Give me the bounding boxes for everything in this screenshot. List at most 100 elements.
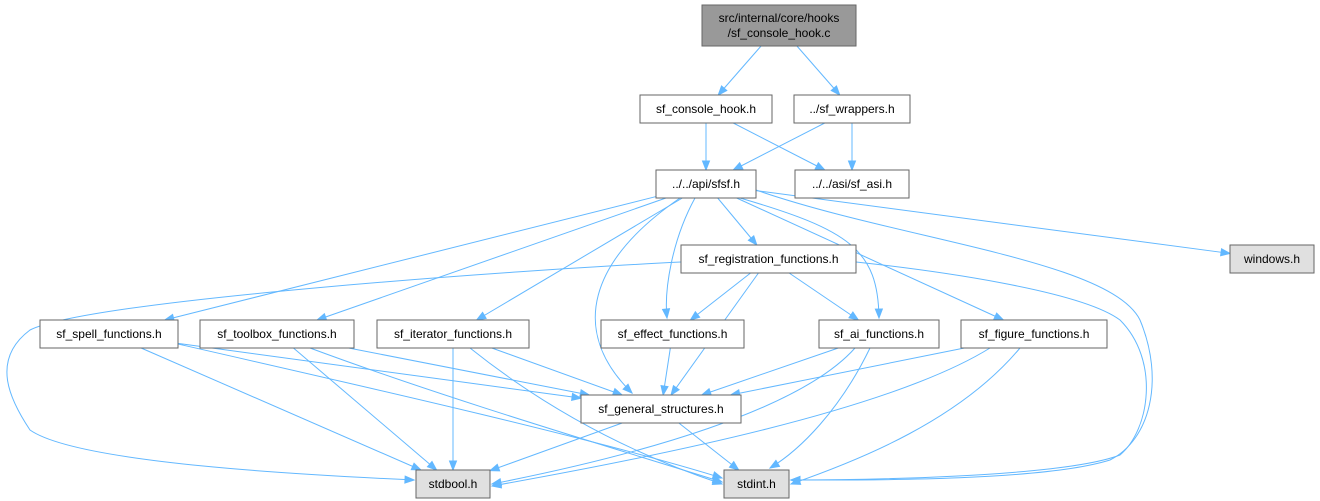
edge-root-to-wrappers-h-arrowhead [830, 85, 841, 97]
edge-registration-h-to-stdint-h [790, 261, 1147, 481]
node-label: ../../api/sfsf.h [672, 177, 740, 191]
node-label: src/internal/core/hooks [719, 11, 840, 25]
node-label: ../../asi/sf_asi.h [812, 177, 892, 191]
edge-sfsf-h-to-effect-h [665, 197, 696, 319]
edge-sfsf-h-to-general-h [594, 197, 681, 394]
edge-general-h-to-stdbool-h-arrowhead [488, 463, 501, 472]
edge-iterator-h-to-general-h [491, 347, 623, 396]
edge-sfsf-h-to-iterator-h-arrowhead [475, 311, 487, 321]
node-box[interactable] [199, 319, 355, 349]
node-label: sf_iterator_functions.h [394, 327, 512, 341]
edge-wrappers-h-to-sf-asi-h-arrowhead [847, 160, 857, 172]
node-box[interactable] [39, 319, 179, 349]
node-box[interactable] [600, 319, 745, 349]
node-label: stdbool.h [429, 477, 478, 491]
nodes-layer: src/internal/core/hooks/sf_console_hook.… [39, 4, 1315, 499]
edge-iterator-h-to-general-h-arrowhead [611, 387, 624, 396]
node-box[interactable] [793, 94, 911, 124]
edge-figure-h-to-general-h [730, 347, 965, 396]
edge-sfsf-h-to-windows-h-arrowhead [1220, 247, 1232, 257]
node-label: sf_effect_functions.h [618, 327, 728, 341]
edge-toolbox-h-to-general-h [348, 347, 590, 396]
node-box[interactable] [639, 94, 773, 124]
node-stdint-h[interactable]: stdint.h [723, 469, 790, 499]
node-box[interactable] [1229, 244, 1315, 274]
edge-general-h-to-stdbool-h [489, 422, 623, 472]
node-box[interactable] [580, 394, 742, 424]
node-label: sf_general_structures.h [598, 402, 723, 416]
edge-console-hook-h-to-sf-asi-h-arrowhead [814, 161, 826, 171]
edge-sfsf-h-to-toolbox-h-arrowhead [315, 312, 328, 321]
edge-sfsf-h-to-figure-h [736, 197, 1004, 321]
node-label: sf_registration_functions.h [698, 252, 838, 266]
edge-sfsf-h-to-windows-h [755, 190, 1231, 254]
node-label: sf_figure_functions.h [979, 327, 1090, 341]
node-sfsf-h[interactable]: ../../api/sfsf.h [655, 169, 757, 199]
node-box[interactable] [701, 4, 857, 47]
node-windows-h[interactable]: windows.h [1229, 244, 1315, 274]
edge-wrappers-h-to-sfsf-h [733, 122, 825, 171]
edge-effect-h-to-general-h-arrowhead [660, 384, 669, 397]
edge-root-to-wrappers-h [796, 45, 841, 96]
node-ai-h[interactable]: sf_ai_functions.h [818, 319, 940, 349]
edge-registration-h-to-general-h-arrowhead [670, 384, 681, 397]
edge-sfsf-h-to-stdint-h [755, 189, 1153, 481]
node-label: /sf_console_hook.c [728, 26, 831, 40]
node-box[interactable] [723, 469, 790, 499]
node-toolbox-h[interactable]: sf_toolbox_functions.h [199, 319, 355, 349]
edge-sfsf-h-to-ai-h-arrowhead [874, 308, 884, 320]
edge-spell-h-to-general-h [177, 342, 582, 399]
edge-registration-h-to-stdbool-h [6, 261, 682, 481]
edge-root-to-console-hook-h [717, 45, 762, 96]
edge-sfsf-h-to-figure-h-arrowhead [992, 312, 1005, 321]
node-sf-asi-h[interactable]: ../../asi/sf_asi.h [794, 169, 910, 199]
edge-wrappers-h-to-sfsf-h-arrowhead [732, 161, 744, 171]
edge-figure-h-to-stdint-h-arrowhead [789, 476, 802, 485]
node-spell-h[interactable]: sf_spell_functions.h [39, 319, 179, 349]
edge-figure-h-to-stdint-h [790, 347, 1021, 485]
node-registration-h[interactable]: sf_registration_functions.h [680, 244, 857, 274]
edge-figure-h-to-stdbool-h-arrowhead [490, 480, 503, 489]
edge-spell-h-to-stdint-h [177, 343, 723, 479]
edge-registration-h-to-effect-h-arrowhead [689, 310, 701, 321]
edge-registration-h-to-effect-h [690, 272, 751, 321]
node-label: sf_ai_functions.h [834, 327, 924, 341]
node-box[interactable] [415, 469, 491, 499]
node-wrappers-h[interactable]: ../sf_wrappers.h [793, 94, 911, 124]
edge-iterator-h-to-stdint-h-arrowhead [711, 476, 724, 486]
edge-spell-h-to-stdbool-h-arrowhead [410, 462, 423, 471]
edge-sfsf-h-to-iterator-h [476, 197, 683, 321]
node-label: sf_spell_functions.h [56, 327, 161, 341]
node-box[interactable] [818, 319, 940, 349]
node-box[interactable] [960, 319, 1108, 349]
node-label: ../sf_wrappers.h [809, 102, 894, 116]
node-iterator-h[interactable]: sf_iterator_functions.h [376, 319, 530, 349]
node-stdbool-h[interactable]: stdbool.h [415, 469, 491, 499]
edges-layer [6, 45, 1232, 489]
node-label: stdint.h [737, 477, 776, 491]
node-label: sf_console_hook.h [656, 102, 756, 116]
node-general-h[interactable]: sf_general_structures.h [580, 394, 742, 424]
node-console-hook-h[interactable]: sf_console_hook.h [639, 94, 773, 124]
edge-sfsf-h-to-registration-h [717, 197, 758, 246]
node-figure-h[interactable]: sf_figure_functions.h [960, 319, 1108, 349]
edge-spell-h-to-general-h-arrowhead [571, 392, 583, 402]
edge-ai-h-to-stdint-h [769, 347, 871, 469]
node-box[interactable] [680, 244, 857, 274]
node-label: windows.h [1243, 252, 1300, 266]
node-effect-h[interactable]: sf_effect_functions.h [600, 319, 745, 349]
edge-sfsf-h-to-registration-h-arrowhead [747, 234, 758, 247]
node-box[interactable] [376, 319, 530, 349]
node-root[interactable]: src/internal/core/hooks/sf_console_hook.… [701, 4, 857, 47]
edge-iterator-h-to-stdint-h [469, 347, 723, 485]
edge-registration-h-to-ai-h-arrowhead [848, 311, 860, 321]
node-box[interactable] [655, 169, 757, 199]
edge-ai-h-to-stdbool-h [491, 347, 856, 485]
edge-figure-h-to-stdbool-h [491, 347, 991, 487]
edge-general-h-to-stdint-h [678, 422, 739, 471]
edge-general-h-to-stdint-h-arrowhead [728, 460, 740, 471]
edge-root-to-console-hook-h-arrowhead [717, 85, 728, 97]
node-box[interactable] [794, 169, 910, 199]
edge-console-hook-h-to-sfsf-h-arrowhead [701, 160, 711, 172]
